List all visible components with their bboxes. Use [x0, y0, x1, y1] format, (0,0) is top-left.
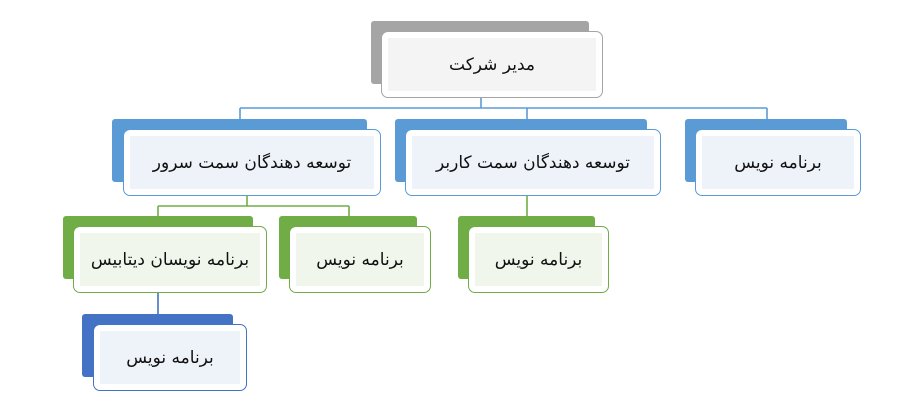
node-server-dev-card: توسعه دهندگان سمت سرور — [123, 129, 381, 196]
node-programmer-card: برنامه نویس — [695, 129, 861, 196]
node-server-dev-label: توسعه دهندگان سمت سرور — [130, 136, 374, 189]
node-client-programmer[interactable]: برنامه نویس — [458, 216, 609, 293]
node-ceo-card: مدیر شرکت — [381, 31, 603, 98]
node-server-programmer-label: برنامه نویس — [296, 233, 424, 286]
node-db-programmer[interactable]: برنامه نویس — [82, 314, 247, 391]
node-db-programmer-label: برنامه نویس — [100, 331, 240, 384]
node-client-dev[interactable]: توسعه دهندگان سمت کاربر — [395, 119, 661, 196]
node-programmer-label: برنامه نویس — [702, 136, 854, 189]
node-client-dev-card: توسعه دهندگان سمت کاربر — [405, 129, 661, 196]
node-client-dev-label: توسعه دهندگان سمت کاربر — [412, 136, 654, 189]
node-client-programmer-label: برنامه نویس — [475, 233, 602, 286]
node-ceo-label: مدیر شرکت — [388, 38, 596, 91]
node-db-programmers-label: برنامه نویسان دیتابیس — [80, 233, 260, 286]
node-server-programmer[interactable]: برنامه نویس — [279, 216, 431, 293]
node-server-dev[interactable]: توسعه دهندگان سمت سرور — [112, 119, 381, 196]
node-db-programmers[interactable]: برنامه نویسان دیتابیس — [63, 216, 267, 293]
node-db-programmers-card: برنامه نویسان دیتابیس — [73, 226, 267, 293]
node-ceo[interactable]: مدیر شرکت — [371, 21, 603, 98]
node-programmer[interactable]: برنامه نویس — [685, 119, 861, 196]
node-client-programmer-card: برنامه نویس — [468, 226, 609, 293]
node-server-programmer-card: برنامه نویس — [289, 226, 431, 293]
node-db-programmer-card: برنامه نویس — [93, 324, 247, 391]
server-dev-connectors — [157, 195, 350, 217]
root-connectors — [239, 97, 768, 120]
